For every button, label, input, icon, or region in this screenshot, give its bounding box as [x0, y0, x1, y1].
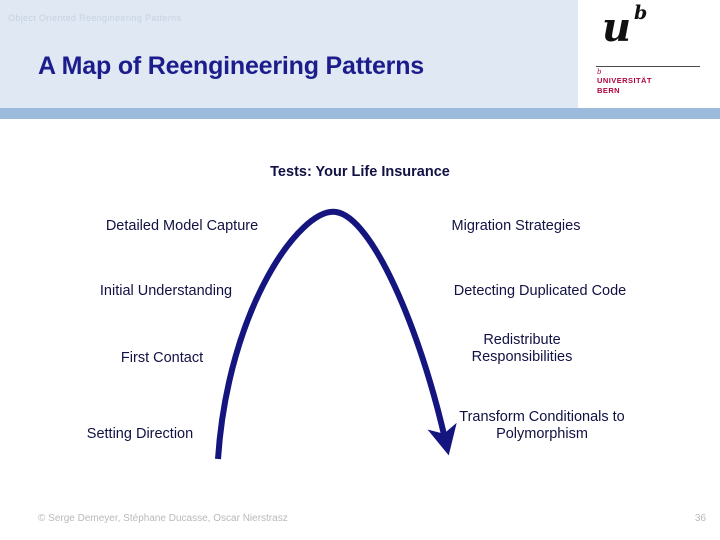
label-migration-strategies: Migration Strategies: [451, 218, 581, 234]
logo-letter-b: b: [634, 2, 648, 24]
label-redistribute-responsibilities: Redistribute Responsibilities: [471, 332, 573, 365]
arc-path: [215, 208, 457, 460]
label-detailed-model-capture: Detailed Model Capture: [105, 218, 259, 234]
university-logo: u b b UNIVERSITÄT BERN: [578, 0, 720, 108]
footer-copyright-text: © Serge Demeyer, Stéphane Ducasse, Oscar…: [38, 513, 288, 524]
logo-bern-text: BERN: [597, 86, 621, 95]
logo-divider-line: [596, 66, 700, 67]
logo-letter-u: u: [602, 4, 632, 51]
label-tests-your-life-insurance: Tests: Your Life Insurance: [270, 164, 450, 180]
label-first-contact: First Contact: [120, 350, 204, 366]
header-accent-stripe: [0, 108, 720, 119]
slide-footer: © Serge Demeyer, Stéphane Ducasse, Oscar…: [0, 505, 720, 540]
label-setting-direction: Setting Direction: [86, 426, 194, 442]
process-arc-arrow: [215, 208, 457, 460]
label-transform-conditionals-to-polymorphism: Transform Conditionals to Polymorphism: [459, 409, 625, 442]
slide-header: Object Oriented Reengineering Patterns A…: [0, 0, 720, 108]
label-initial-understanding: Initial Understanding: [99, 283, 233, 299]
footer-page-number: 36: [694, 513, 706, 524]
header-kicker-text: Object Oriented Reengineering Patterns: [8, 13, 182, 23]
page-title: A Map of Reengineering Patterns: [38, 52, 424, 80]
logo-universitat-text: UNIVERSITÄT: [597, 76, 652, 85]
logo-small-b: b: [597, 68, 602, 76]
reengineering-map-diagram: Tests: Your Life Insurance Detailed Mode…: [0, 119, 720, 499]
label-detecting-duplicated-code: Detecting Duplicated Code: [453, 283, 627, 299]
